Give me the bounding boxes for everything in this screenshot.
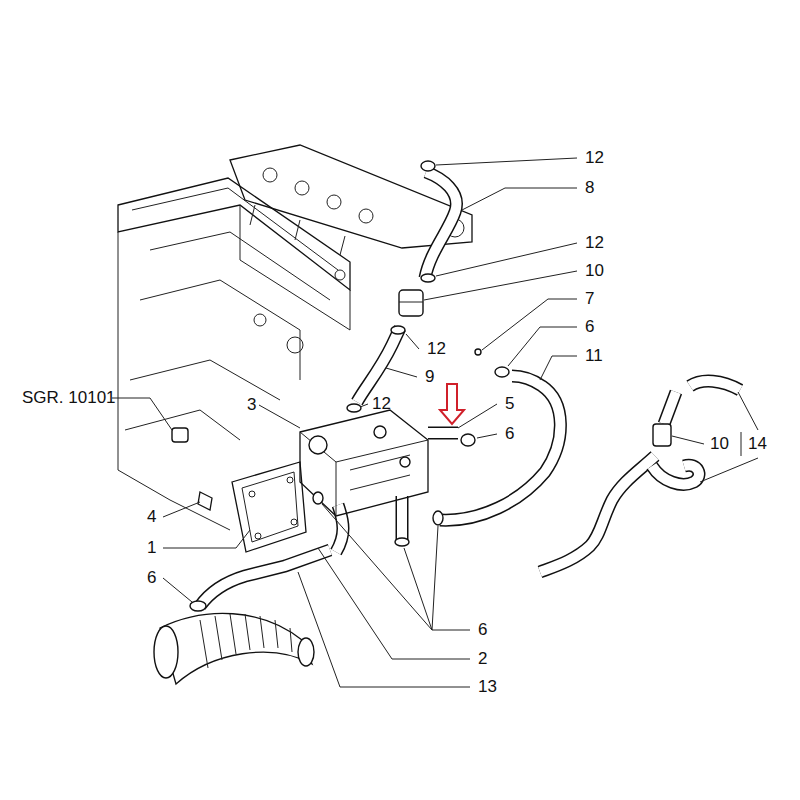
callout-number: 6: [478, 620, 487, 640]
callout-number: 6: [505, 424, 514, 444]
callout-number: 10: [710, 434, 729, 454]
callout-number: 7: [585, 289, 594, 309]
callout-number: 13: [478, 677, 497, 697]
callout-number: 14: [748, 434, 767, 454]
callout-number: SGR. 10101: [22, 388, 116, 408]
callout-number: 2: [478, 649, 487, 669]
callout-number: 6: [147, 568, 156, 588]
callout-number: 12: [372, 394, 391, 414]
callout-number: 4: [147, 507, 156, 527]
callout-number: 11: [585, 346, 603, 366]
callout-number: 9: [425, 367, 434, 387]
callout-number: 6: [585, 317, 594, 337]
callout-number: 1: [147, 538, 156, 558]
callout-number: 12: [585, 148, 604, 168]
callout-number: 12: [427, 339, 446, 359]
callout-number: 8: [585, 178, 594, 198]
callout-number: 5: [505, 394, 514, 414]
callout-number: 10: [585, 261, 604, 281]
callout-number: 3: [247, 395, 256, 415]
callout-number: 12: [585, 233, 604, 253]
